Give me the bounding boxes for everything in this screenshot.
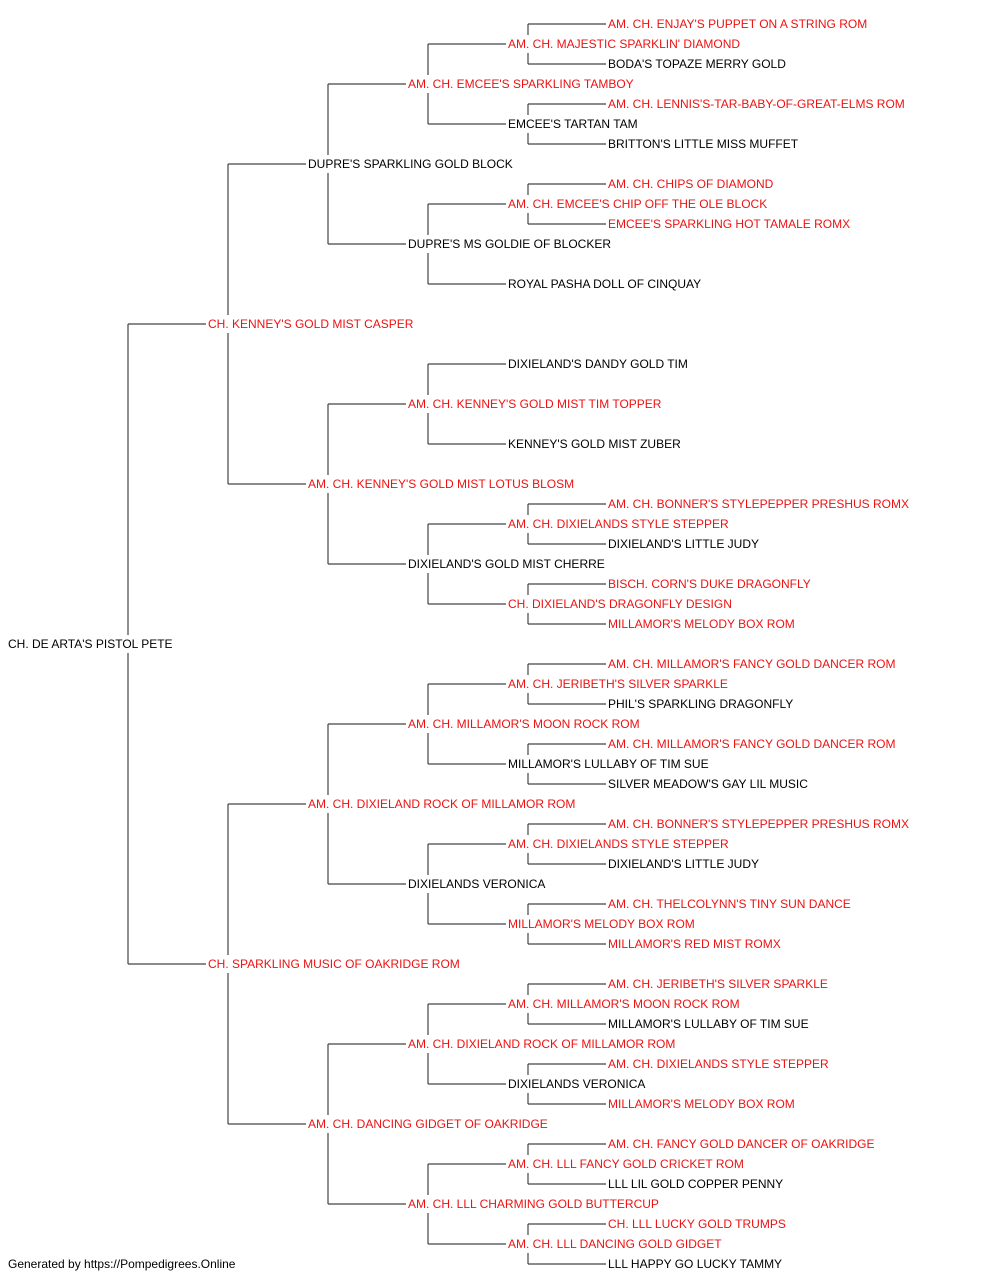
pedigree-entry-sire-3[interactable]: AM. CH. EMCEE'S SPARKLING TAMBOY [408, 77, 634, 91]
pedigree-entry-sire-4[interactable]: AM. CH. LLL FANCY GOLD CRICKET ROM [508, 1157, 744, 1171]
pedigree-entry-dam-4[interactable]: KENNEY'S GOLD MIST ZUBER [508, 437, 681, 451]
pedigree-entry-dam-5[interactable]: MILLAMOR'S MELODY BOX ROM [608, 1097, 795, 1111]
pedigree-entry-sire-5[interactable]: AM. CH. FANCY GOLD DANCER OF OAKRIDGE [608, 1137, 875, 1151]
pedigree-entry-sire-4[interactable]: AM. CH. MILLAMOR'S MOON ROCK ROM [508, 997, 740, 1011]
pedigree-entry-dam-5[interactable]: DIXIELAND'S LITTLE JUDY [608, 857, 759, 871]
pedigree-entry-sire-5[interactable]: AM. CH. CHIPS OF DIAMOND [608, 177, 774, 191]
pedigree-entry-sire-5[interactable]: BISCH. CORN'S DUKE DRAGONFLY [608, 577, 811, 591]
pedigree-entry-sire-2[interactable]: AM. CH. DIXIELAND ROCK OF MILLAMOR ROM [308, 797, 576, 811]
pedigree-entry-dam-5[interactable]: PHIL'S SPARKLING DRAGONFLY [608, 697, 794, 711]
pedigree-entry-subject[interactable]: CH. DE ARTA'S PISTOL PETE [8, 637, 173, 651]
pedigree-entry-sire-4[interactable]: AM. CH. DIXIELANDS STYLE STEPPER [508, 517, 729, 531]
pedigree-entry-dam-5[interactable]: MILLAMOR'S RED MIST ROMX [608, 937, 781, 951]
pedigree-entry-sire-5[interactable]: AM. CH. BONNER'S STYLEPEPPER PRESHUS ROM… [608, 497, 910, 511]
pedigree-entry-sire-3[interactable]: AM. CH. MILLAMOR'S MOON ROCK ROM [408, 717, 640, 731]
pedigree-entry-sire-5[interactable]: AM. CH. MILLAMOR'S FANCY GOLD DANCER ROM [608, 737, 896, 751]
pedigree-entry-dam-4[interactable]: DIXIELANDS VERONICA [508, 1077, 646, 1091]
pedigree-entry-sire-4[interactable]: AM. CH. JERIBETH'S SILVER SPARKLE [508, 677, 728, 691]
pedigree-entry-sire-5[interactable]: AM. CH. DIXIELANDS STYLE STEPPER [608, 1057, 829, 1071]
pedigree-entry-dam-3[interactable]: DUPRE'S MS GOLDIE OF BLOCKER [408, 237, 611, 251]
pedigree-entry-dam-5[interactable]: LLL LIL GOLD COPPER PENNY [608, 1177, 784, 1191]
pedigree-entry-dam-5[interactable]: MILLAMOR'S LULLABY OF TIM SUE [608, 1017, 809, 1031]
pedigree-entry-sire-4[interactable]: AM. CH. MAJESTIC SPARKLIN' DIAMOND [508, 37, 741, 51]
pedigree-entry-sire-5[interactable]: CH. LLL LUCKY GOLD TRUMPS [608, 1217, 786, 1231]
pedigree-entry-dam-4[interactable]: CH. DIXIELAND'S DRAGONFLY DESIGN [508, 597, 732, 611]
pedigree-entry-dam-2[interactable]: AM. CH. KENNEY'S GOLD MIST LOTUS BLOSM [308, 477, 575, 491]
pedigree-entry-sire-4[interactable]: DIXIELAND'S DANDY GOLD TIM [508, 357, 688, 371]
pedigree-entry-sire-1[interactable]: CH. KENNEY'S GOLD MIST CASPER [208, 317, 414, 331]
pedigree-entry-sire-5[interactable]: AM. CH. MILLAMOR'S FANCY GOLD DANCER ROM [608, 657, 896, 671]
pedigree-entry-dam-5[interactable]: DIXIELAND'S LITTLE JUDY [608, 537, 759, 551]
pedigree-entry-dam-3[interactable]: DIXIELAND'S GOLD MIST CHERRE [408, 557, 605, 571]
pedigree-entry-sire-5[interactable]: AM. CH. LENNIS'S-TAR-BABY-OF-GREAT-ELMS … [608, 97, 905, 111]
pedigree-entry-sire-5[interactable]: AM. CH. JERIBETH'S SILVER SPARKLE [608, 977, 828, 991]
pedigree-entry-dam-5[interactable]: MILLAMOR'S MELODY BOX ROM [608, 617, 795, 631]
pedigree-entry-sire-5[interactable]: AM. CH. BONNER'S STYLEPEPPER PRESHUS ROM… [608, 817, 910, 831]
pedigree-entry-sire-3[interactable]: AM. CH. KENNEY'S GOLD MIST TIM TOPPER [408, 397, 662, 411]
pedigree-entry-sire-4[interactable]: AM. CH. DIXIELANDS STYLE STEPPER [508, 837, 729, 851]
pedigree-entry-dam-5[interactable]: BRITTON'S LITTLE MISS MUFFET [608, 137, 799, 151]
pedigree-entry-dam-5[interactable]: BODA'S TOPAZE MERRY GOLD [608, 57, 786, 71]
pedigree-entry-dam-3[interactable]: DIXIELANDS VERONICA [408, 877, 546, 891]
pedigree-entry-dam-5[interactable]: EMCEE'S SPARKLING HOT TAMALE ROMX [608, 217, 851, 231]
pedigree-entry-dam-3[interactable]: AM. CH. LLL CHARMING GOLD BUTTERCUP [408, 1197, 659, 1211]
pedigree-entry-dam-4[interactable]: MILLAMOR'S MELODY BOX ROM [508, 917, 695, 931]
pedigree-entry-dam-5[interactable]: SILVER MEADOW'S GAY LIL MUSIC [608, 777, 808, 791]
pedigree-entry-sire-4[interactable]: AM. CH. EMCEE'S CHIP OFF THE OLE BLOCK [508, 197, 768, 211]
pedigree-entry-sire-5[interactable]: AM. CH. ENJAY'S PUPPET ON A STRING ROM [608, 17, 868, 31]
pedigree-entry-dam-4[interactable]: ROYAL PASHA DOLL OF CINQUAY [508, 277, 702, 291]
pedigree-entry-sire-2[interactable]: DUPRE'S SPARKLING GOLD BLOCK [308, 157, 513, 171]
pedigree-entry-dam-4[interactable]: AM. CH. LLL DANCING GOLD GIDGET [508, 1237, 722, 1251]
generated-by-footer: Generated by https://Pompedigrees.Online [8, 1257, 236, 1271]
pedigree-entry-sire-5[interactable]: AM. CH. THELCOLYNN'S TINY SUN DANCE [608, 897, 851, 911]
pedigree-entry-sire-3[interactable]: AM. CH. DIXIELAND ROCK OF MILLAMOR ROM [408, 1037, 676, 1051]
pedigree-entry-dam-4[interactable]: MILLAMOR'S LULLABY OF TIM SUE [508, 757, 709, 771]
pedigree-entry-dam-1[interactable]: CH. SPARKLING MUSIC OF OAKRIDGE ROM [208, 957, 460, 971]
pedigree-entry-dam-4[interactable]: EMCEE'S TARTAN TAM [508, 117, 638, 131]
pedigree-entry-dam-5[interactable]: LLL HAPPY GO LUCKY TAMMY [608, 1257, 783, 1271]
pedigree-entry-dam-2[interactable]: AM. CH. DANCING GIDGET OF OAKRIDGE [308, 1117, 548, 1131]
